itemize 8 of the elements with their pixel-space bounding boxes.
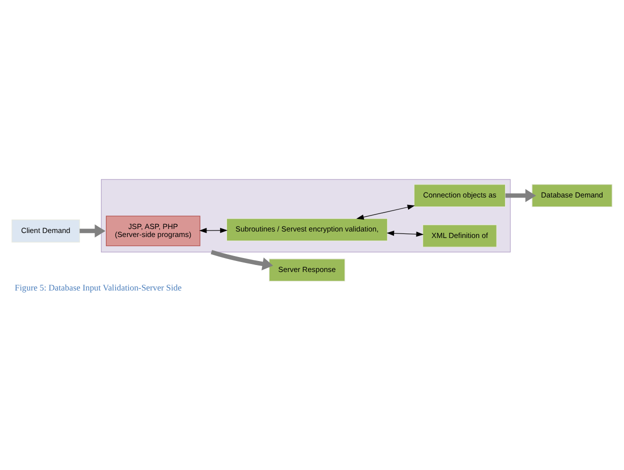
arrow <box>210 250 274 270</box>
arrow <box>356 204 415 220</box>
arrow <box>199 228 228 234</box>
cluster <box>100 179 511 252</box>
caption: Figure 5: Database Input Validation-Server Side <box>14 282 182 293</box>
arrow <box>80 224 106 238</box>
arrow <box>386 230 424 237</box>
arrow <box>505 189 536 202</box>
